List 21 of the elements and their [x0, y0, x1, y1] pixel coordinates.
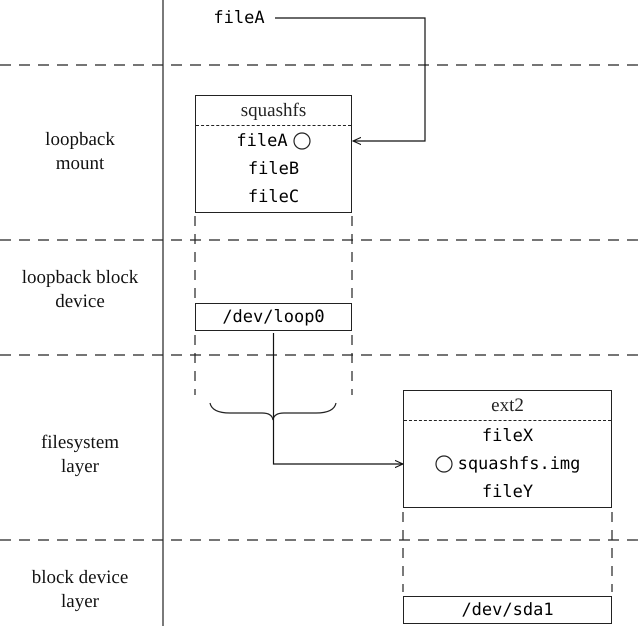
file-name: fileA [236, 131, 288, 151]
arrow [272, 333, 404, 468]
layer-label: loopback mount [44, 128, 116, 176]
file-name: fileB [248, 159, 300, 179]
layer-label: loopback block device [20, 266, 140, 314]
file-name: fileA [213, 8, 265, 28]
device-box [195, 303, 352, 331]
file-system-box [403, 390, 612, 508]
arrow [275, 17, 426, 146]
box-title: squashfs [196, 96, 351, 126]
box-title: ext2 [404, 391, 611, 421]
device-box [403, 596, 612, 624]
device-name: /dev/sda1 [461, 600, 554, 620]
layer-label: block device layer [30, 566, 130, 614]
file-system-box [195, 95, 352, 213]
file-name: fileY [482, 482, 534, 502]
device-name: /dev/loop0 [222, 307, 325, 327]
file-name: fileC [248, 187, 300, 207]
layer-label: filesystem layer [40, 431, 120, 479]
file-name: squashfs.img [458, 454, 580, 474]
file-name: fileX [482, 426, 534, 446]
